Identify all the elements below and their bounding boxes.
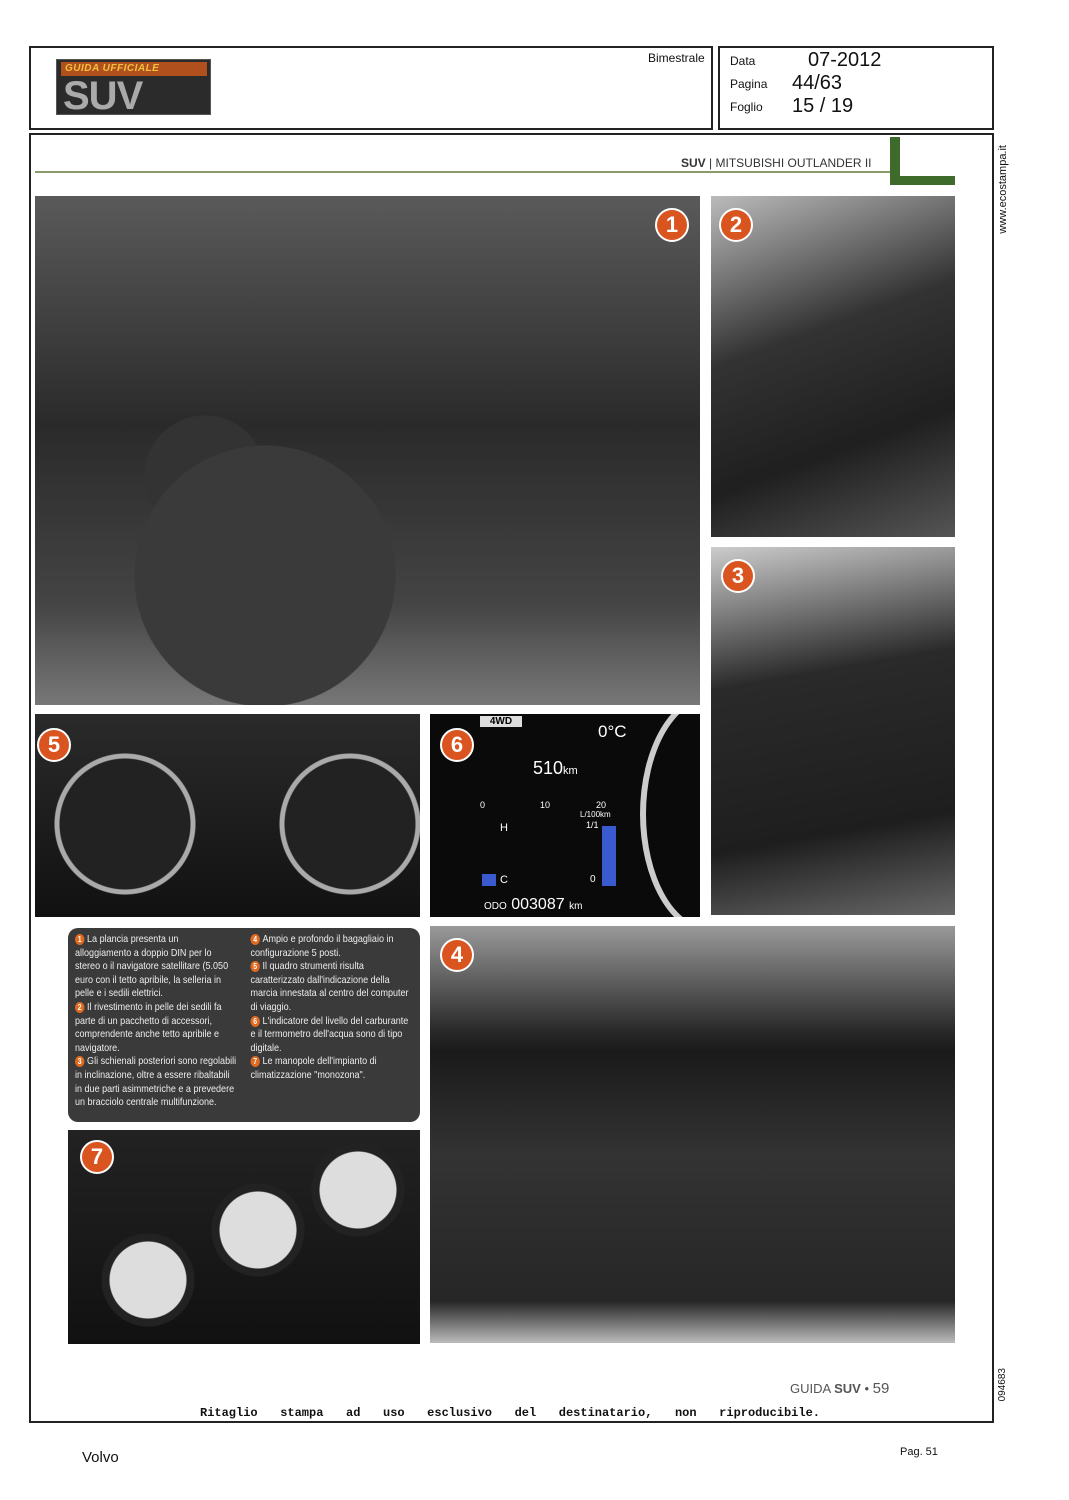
odo-unit: km [569, 901, 583, 912]
photo-number-badge: 6 [440, 728, 474, 762]
logo-top: GUIDA UFFICIALE [61, 62, 207, 76]
caption-text: La plancia presenta un alloggiamento a d… [75, 933, 229, 1000]
caption-number: 3 [75, 1056, 85, 1068]
source-site: www.ecostampa.it [997, 145, 1009, 234]
photo-number-badge: 3 [721, 559, 755, 593]
clipping-frame [29, 133, 994, 1423]
caption-number: 6 [250, 1015, 260, 1027]
photo-climate-knobs: 7 [68, 1130, 420, 1344]
client-name: Volvo [82, 1449, 119, 1466]
temp-hot: H [500, 822, 508, 834]
4wd-indicator: 4WD [480, 716, 522, 727]
meta-label: Pagina [730, 77, 768, 91]
caption-number: 1 [75, 934, 85, 945]
photo-number-badge: 2 [719, 208, 753, 242]
odometer: ODO 003087 km [484, 896, 582, 914]
caption-text: Il rivestimento in pelle dei sedili fa p… [75, 1000, 222, 1054]
clipping-code: 094683 [997, 1368, 1008, 1402]
scale-tick: 20 [596, 800, 607, 810]
meta-value: 15 / 19 [792, 95, 854, 117]
range-readout: 510km [533, 758, 578, 779]
photo-number-badge: 5 [37, 728, 71, 762]
footer-bullet: • [864, 1381, 870, 1396]
caption-number: 7 [250, 1056, 260, 1068]
meta-label: Foglio [730, 100, 763, 114]
fuel-zero: 0 [590, 874, 596, 885]
logo-main: SUV [63, 74, 143, 118]
frequency: Bimestrale [648, 51, 705, 65]
scale-tick: 10 [540, 800, 551, 810]
fuel-bar [602, 826, 616, 886]
section-title: SUV | MITSUBISHI OUTLANDER II [681, 156, 872, 170]
meta-box [718, 46, 994, 130]
footer-page-number: 59 [872, 1380, 890, 1397]
section-brand: SUV [681, 156, 706, 170]
meta-label: Data [730, 54, 756, 68]
range-unit: km [563, 765, 578, 777]
footer-magazine: SUV [834, 1381, 861, 1396]
photo-trunk: 4 [430, 926, 955, 1343]
caption-text: Ampio e profondo il bagagliaio in config… [250, 933, 394, 959]
magazine-logo: GUIDA UFFICIALE SUV [56, 59, 211, 118]
caption-text: Le manopole dell'impianto di climatizzaz… [250, 1055, 377, 1081]
section-rule [35, 171, 890, 173]
odo-value: 003087 [511, 896, 565, 913]
caption-number: 5 [250, 961, 260, 973]
header-left-box [29, 46, 713, 130]
consumption-value: 1/1 [586, 820, 599, 830]
page-reference: Pag. 51 [900, 1446, 938, 1458]
photo-number-badge: 7 [80, 1140, 114, 1174]
caption-text: Gli schienali posteriori sono regolabili… [75, 1055, 237, 1109]
photo-rear-seats: 3 [711, 547, 955, 915]
copyright-notice: Ritaglio stampa ad uso esclusivo del des… [200, 1406, 820, 1420]
range-value: 510 [533, 758, 564, 778]
meta-value: 44/63 [792, 72, 843, 94]
temp-cold: C [500, 874, 508, 886]
speedometer-edge [640, 714, 700, 917]
photo-digital-display: 6 4WD 0°C 510km 0 10 20 L/100km 1/1 H C … [430, 714, 700, 917]
photo-instrument-cluster: 5 [35, 714, 420, 917]
outside-temp: 0°C [598, 722, 627, 741]
caption-text: L'indicatore del livello del carburante … [250, 1014, 409, 1054]
caption-number: 2 [75, 1001, 85, 1013]
green-tab [890, 137, 900, 185]
caption-number: 4 [250, 934, 260, 945]
caption-text: Il quadro strumenti risulta caratterizza… [250, 960, 409, 1013]
temp-bar [482, 874, 496, 886]
section-name: MITSUBISHI OUTLANDER II [715, 156, 872, 170]
photo-number-badge: 1 [655, 208, 689, 242]
green-tab-foot [890, 176, 955, 185]
scale-tick: 0 [480, 800, 486, 810]
page-footer: GUIDA SUV • 59 [790, 1380, 889, 1397]
footer-prefix: GUIDA [790, 1381, 831, 1396]
separator: | [709, 156, 713, 170]
meta-value: 07-2012 [808, 49, 882, 71]
consumption-unit: L/100km [580, 810, 611, 819]
photo-front-seats: 2 [711, 196, 955, 537]
photo-dashboard: 1 [35, 196, 700, 705]
odo-label: ODO [484, 901, 507, 912]
photo-number-badge: 4 [440, 938, 474, 972]
